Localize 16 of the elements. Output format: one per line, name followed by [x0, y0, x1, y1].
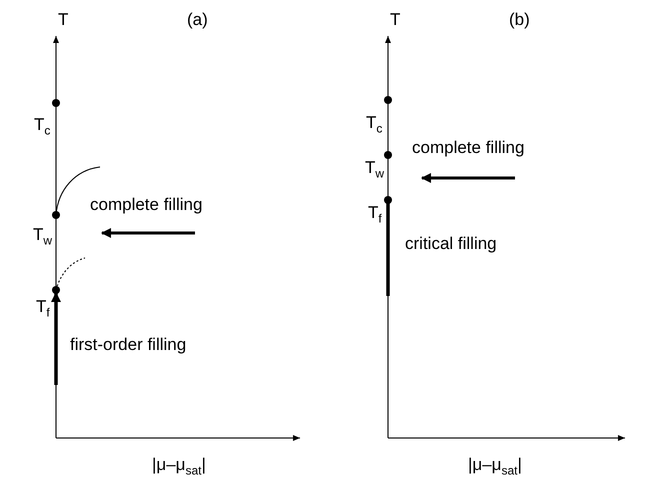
axis-label: |μ–μ$_{sat}$| [468, 455, 522, 480]
axis-label: |μ–μ$_{sat}$| [152, 455, 206, 480]
region-label: critical filling [405, 234, 497, 254]
region-label: first-order filling [70, 335, 186, 355]
temperature-label: T$_{w}$ [33, 225, 52, 250]
temperature-label: T$_{w}$ [365, 158, 384, 182]
region-label: complete filling [412, 138, 524, 158]
region-label: complete filling [90, 195, 202, 215]
temperature-label: T$_{c}$ [34, 115, 50, 140]
temperature-label: T$_{f}$ [36, 297, 50, 322]
panel-label: (a) [187, 10, 208, 30]
temperature-label: T$_{f}$ [368, 203, 382, 228]
axis-label: T [390, 10, 400, 30]
axis-label: T [58, 10, 68, 30]
panel-label: (b) [509, 10, 530, 30]
temperature-label: T$_{c}$ [366, 113, 382, 138]
